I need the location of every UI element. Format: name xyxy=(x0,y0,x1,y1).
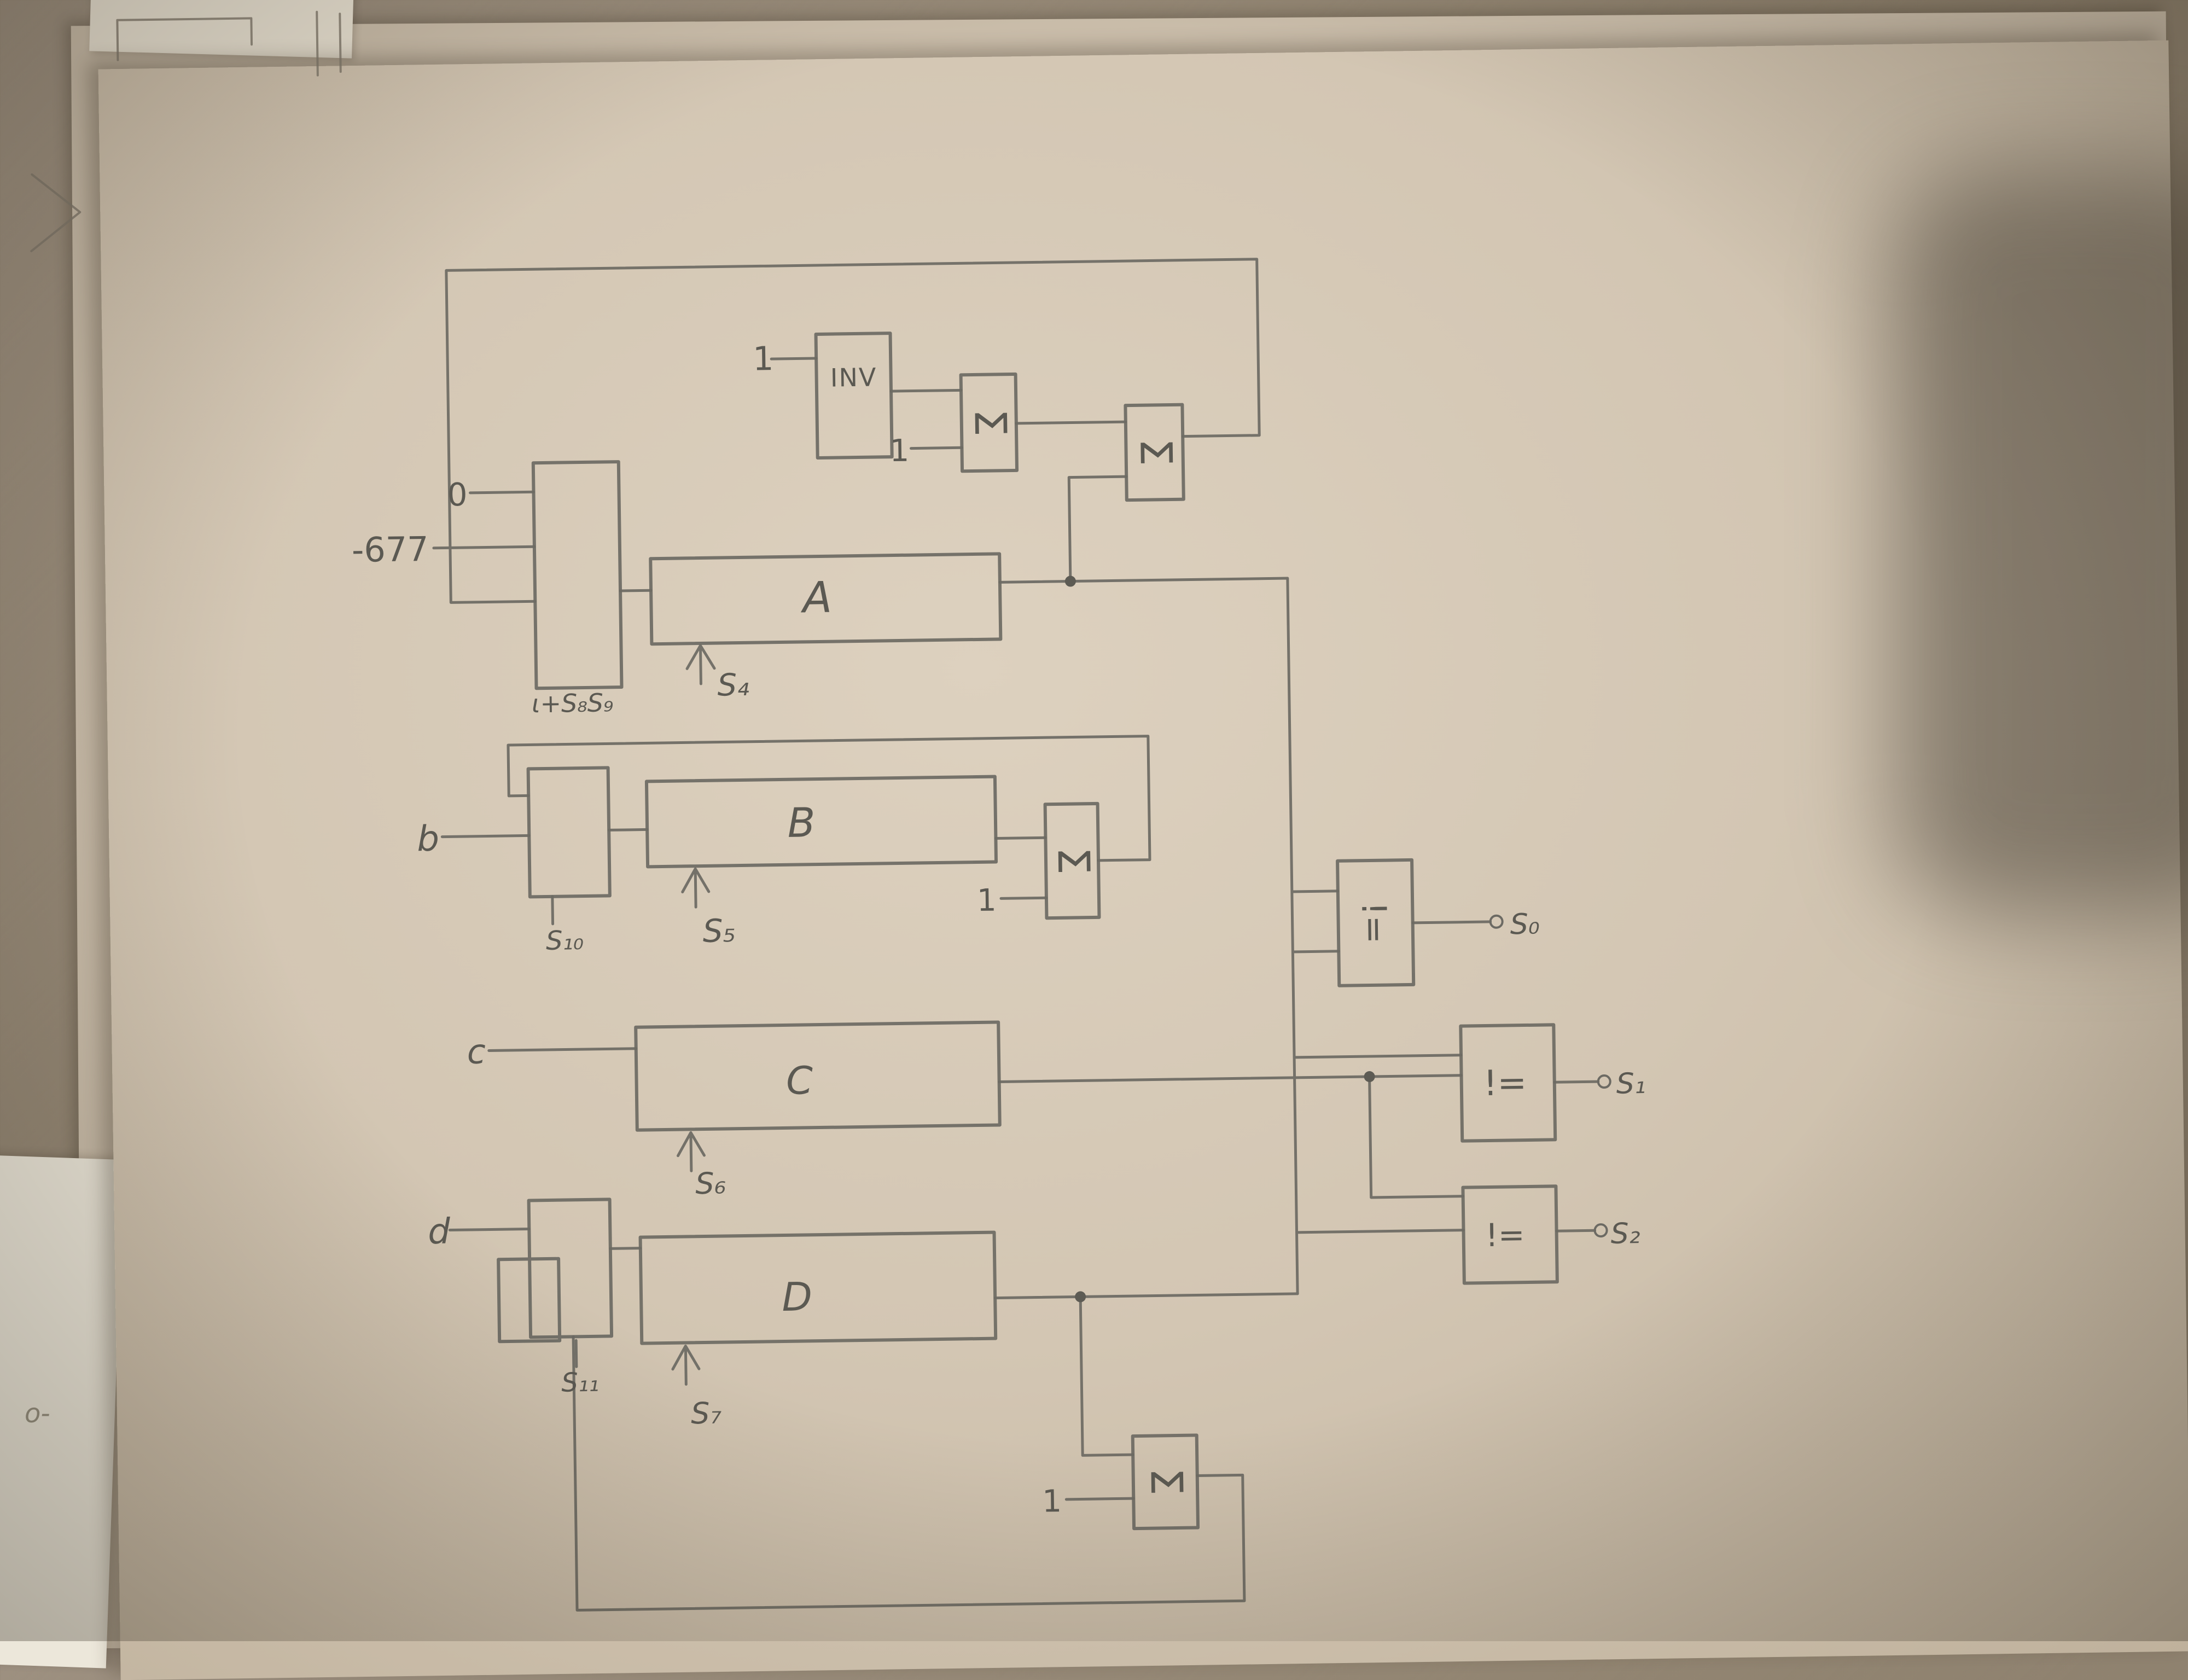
inv-block-label: INV xyxy=(830,362,877,392)
select-s7-label: S₇ xyxy=(691,1396,722,1431)
adder-1-block xyxy=(959,372,1019,473)
output-s1-label: S₁ xyxy=(1616,1067,1646,1101)
register-c-box xyxy=(634,1020,1002,1132)
junction-d-output xyxy=(1075,1291,1086,1303)
comparator-s0-box xyxy=(1336,858,1416,987)
adder-3-sigma-label: Σ xyxy=(1048,847,1099,875)
register-d-box xyxy=(638,1230,998,1345)
input-b-label: b xyxy=(417,819,440,860)
background-paper-marks xyxy=(30,10,342,253)
adder-3-block xyxy=(1043,801,1101,920)
constant-minus677-label: -677 xyxy=(351,529,429,570)
select-s5-label: S₅ xyxy=(702,912,736,950)
constant-one-adder4-label: 1 xyxy=(1042,1484,1062,1519)
wire-c-row xyxy=(487,1047,1465,1199)
output-s2-label: S₂ xyxy=(1610,1217,1640,1251)
adder-2-sigma-label: Σ xyxy=(1130,438,1182,466)
terminal-s0 xyxy=(1489,914,1504,929)
terminal-s2 xyxy=(1593,1223,1608,1238)
constant-zero-label: 0 xyxy=(447,476,468,514)
register-a-label: A xyxy=(800,573,833,623)
mux-a-note-label: ι+S₈S₉ xyxy=(532,688,614,718)
output-s0-label: S₀ xyxy=(1510,908,1540,941)
input-d-label: d xyxy=(428,1212,451,1253)
junction-c-output xyxy=(1364,1071,1375,1083)
wire-d-row xyxy=(448,1227,1299,1612)
select-s4-label: S₄ xyxy=(717,667,749,704)
scrap-rectangle-mark xyxy=(116,10,342,77)
junctions xyxy=(1064,575,1611,1303)
adder-4-block xyxy=(1131,1433,1200,1531)
register-d-label: D xyxy=(782,1274,813,1320)
constant-one-inv-label: 1 xyxy=(753,340,774,379)
inv-block xyxy=(814,332,894,460)
mux-b-block xyxy=(526,766,612,899)
wires xyxy=(432,258,1600,1612)
pencil-sketch-layer: INV 1 1 Σ Σ 0 -677 ι+S₈S₉ A S₄ b S₁₀ B S… xyxy=(25,10,1646,1612)
comparator-s1-label: != xyxy=(1483,1063,1527,1104)
blocks xyxy=(497,332,1559,1531)
wire-mux-a-inputs xyxy=(432,490,653,592)
comparator-s2-label: != xyxy=(1485,1216,1525,1254)
comparator-s2-box xyxy=(1461,1184,1559,1285)
constant-one-adder3-label: 1 xyxy=(977,883,997,919)
terminal-s1 xyxy=(1597,1074,1611,1089)
wire-comparator-outputs xyxy=(1411,920,1600,1233)
wire-a-output-bus xyxy=(998,577,1465,1295)
junction-a-output xyxy=(1064,575,1076,587)
adder-2-block xyxy=(1124,403,1185,502)
adder-4-sigma-label: Σ xyxy=(1141,1467,1192,1496)
constant-one-adder1-label: 1 xyxy=(889,433,910,469)
register-c-label: C xyxy=(786,1058,813,1103)
mux-d-feedback-box xyxy=(497,1257,562,1344)
mux-d-select-label: S₁₁ xyxy=(561,1367,600,1398)
mux-b-select-label: S₁₀ xyxy=(546,925,584,956)
comparator-s1-box xyxy=(1459,1023,1557,1143)
adder-1-sigma-label: Σ xyxy=(964,409,1016,437)
select-s6-label: S₆ xyxy=(695,1166,726,1201)
register-b-label: B xyxy=(787,799,816,847)
chevron-mark xyxy=(30,173,82,253)
register-a-box xyxy=(649,552,1003,646)
stray-pencil-mark: o- xyxy=(25,1398,50,1429)
select-arrows xyxy=(551,644,716,1386)
comparator-s0-label: != xyxy=(1354,902,1394,944)
mux-d-block xyxy=(527,1197,614,1339)
input-c-label: c xyxy=(467,1032,486,1072)
register-b-box xyxy=(644,775,998,869)
diagram-labels: INV 1 1 Σ Σ 0 -677 ι+S₈S₉ A S₄ b S₁₀ B S… xyxy=(351,340,1646,1519)
wire-top-feedback xyxy=(445,258,1261,604)
wire-inv-adder-chain xyxy=(770,357,1128,583)
mux-a-block xyxy=(531,460,624,690)
wire-b-row xyxy=(440,735,1151,900)
